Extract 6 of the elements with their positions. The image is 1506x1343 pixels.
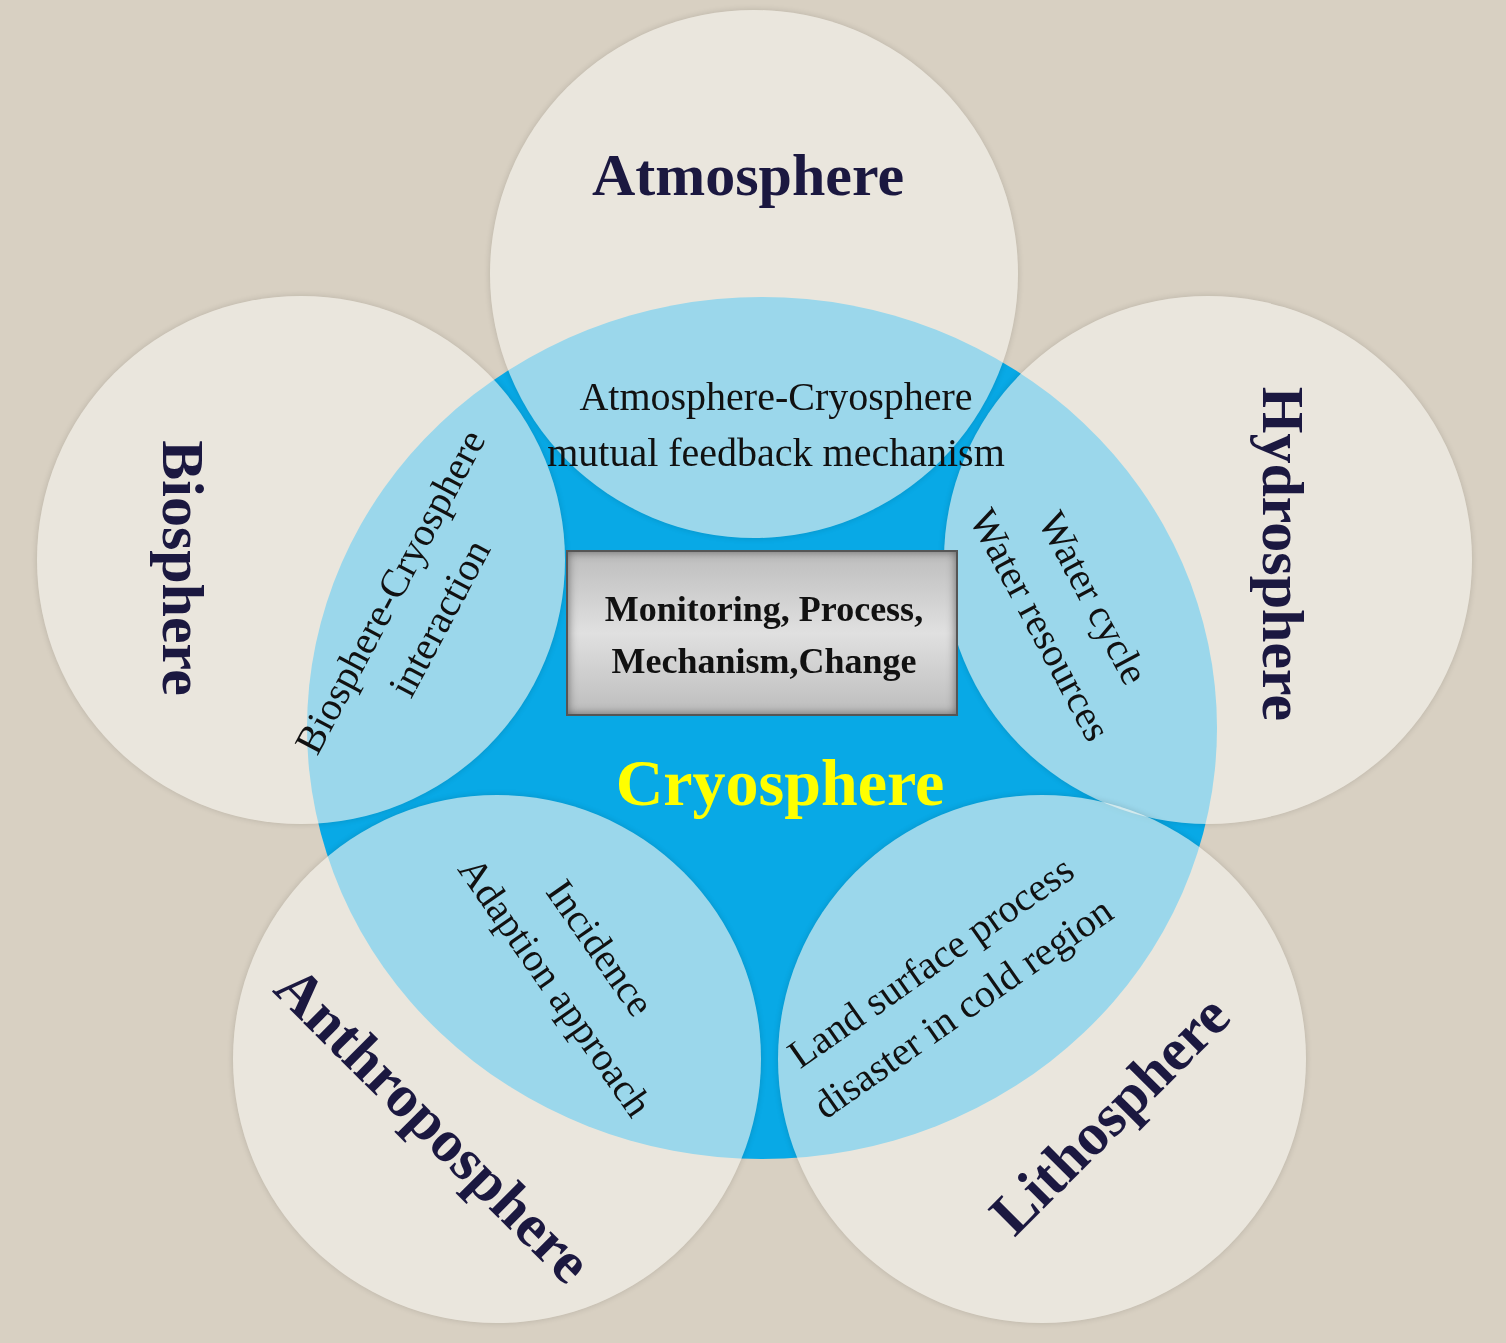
center-box: [566, 550, 958, 716]
region-title: Biosphere: [148, 440, 217, 696]
region-title: Cryosphere: [615, 745, 945, 821]
region-title: Atmosphere: [591, 140, 905, 210]
region-title: Hydrosphere: [1248, 386, 1317, 722]
box-text: Monitoring, Process, Mechanism,Change: [603, 587, 925, 683]
